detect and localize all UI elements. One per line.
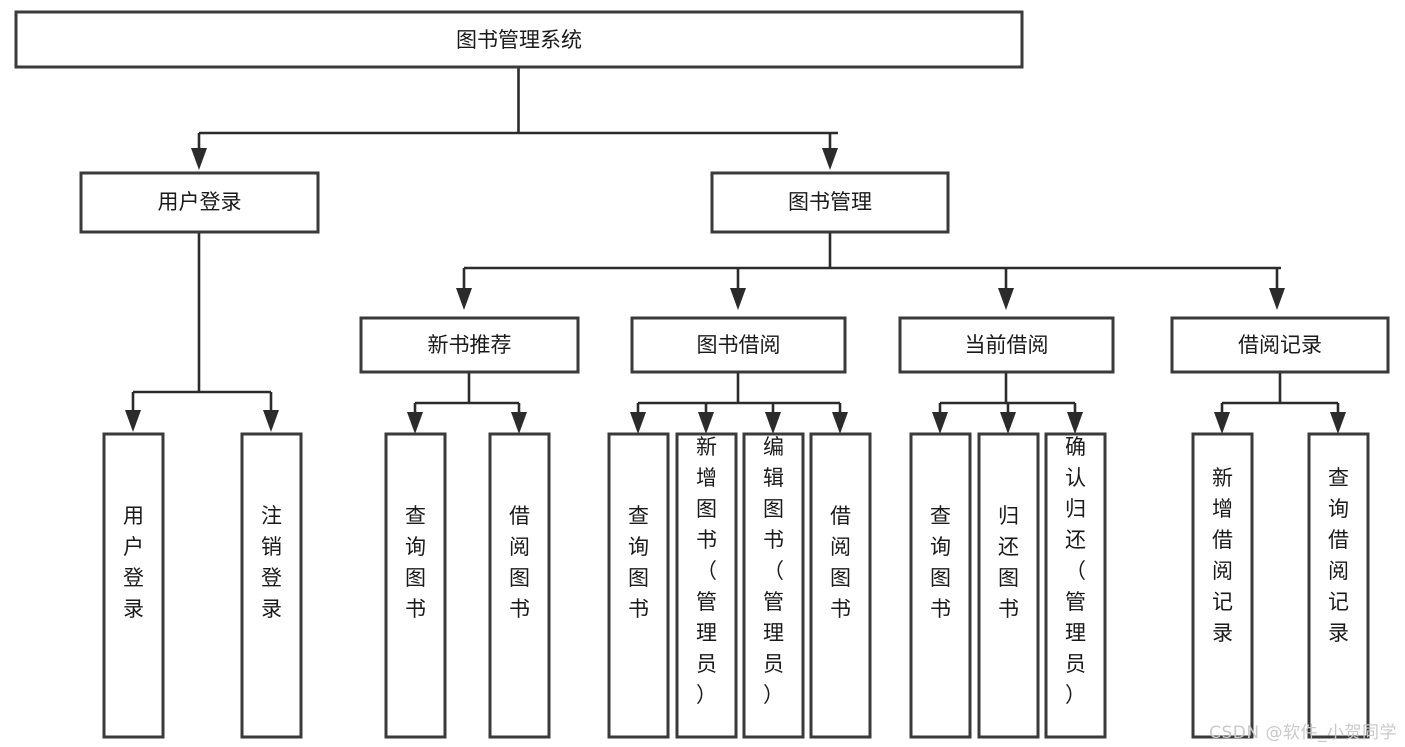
leaf-br-add-record[interactable]: 新增借阅记录 [1191, 432, 1254, 739]
node-borrow-record[interactable]: 借阅记录 [1170, 316, 1390, 374]
arrowhead-book-manage [822, 148, 838, 170]
arrowhead-cb-leaf-2 [1000, 412, 1016, 434]
node-user-login[interactable]: 用户登录 [79, 171, 320, 234]
borrow-record-box[interactable] [1170, 316, 1390, 374]
current-borrow-box[interactable] [898, 316, 1115, 374]
node-current-borrow[interactable]: 当前借阅 [898, 316, 1115, 374]
arrowhead-user-login [191, 148, 207, 170]
leaf-nb-borrow-book[interactable]: 借阅图书 [488, 432, 551, 739]
leaf-box[interactable] [742, 432, 805, 739]
arrowhead-cb-leaf-3 [1067, 412, 1083, 434]
arrowhead-current-borrow [998, 288, 1014, 310]
arrowhead-nb-leaf-1 [407, 412, 423, 434]
leaf-box[interactable] [675, 432, 738, 739]
arrowhead-new-book [456, 288, 472, 310]
arrowhead-book-borrow [730, 288, 746, 310]
arrowhead-borrow-record [1269, 288, 1285, 310]
borrow-record-label: 借阅记录 [1238, 333, 1322, 357]
leaf-cb-query-book[interactable]: 查询图书 [909, 432, 972, 739]
user-login-box[interactable] [79, 171, 320, 234]
leaf-box[interactable] [240, 432, 303, 739]
book-borrow-label: 图书借阅 [697, 333, 781, 357]
leaf-br-query-record[interactable]: 查询借阅记录 [1307, 432, 1370, 739]
arrowhead-nb-leaf-2 [511, 412, 527, 434]
book-manage-box[interactable] [710, 171, 950, 234]
leaf-label: 查询借阅记录 [1328, 466, 1349, 645]
node-book-borrow[interactable]: 图书借阅 [630, 316, 847, 374]
leaf-label: 编辑图书（管理员） [763, 435, 784, 707]
arrowhead-cb-leaf-1 [932, 412, 948, 434]
leaf-nb-query-book[interactable]: 查询图书 [384, 432, 447, 739]
node-book-manage[interactable]: 图书管理 [710, 171, 950, 234]
leaf-user-login[interactable]: 用户登录 [102, 432, 165, 739]
leaf-label: 归还图书 [998, 504, 1019, 621]
arrowhead-leaf-logout [263, 410, 279, 432]
leaf-box[interactable] [1191, 432, 1254, 739]
leaf-bb-borrow-book[interactable]: 借阅图书 [809, 432, 872, 739]
leaf-box[interactable] [977, 432, 1040, 739]
leaf-box[interactable] [102, 432, 165, 739]
leaf-label: 新增借阅记录 [1212, 466, 1233, 645]
node-root-system[interactable]: 图书管理系统 [14, 10, 1024, 69]
arrowhead-bb-leaf-3 [765, 412, 781, 434]
leaf-label: 借阅图书 [830, 504, 851, 621]
arrowhead-leaf-user-login [125, 410, 141, 432]
leaf-label: 新增图书（管理员） [696, 435, 717, 707]
new-book-recommend-box[interactable] [359, 316, 580, 374]
arrowhead-bb-leaf-2 [698, 412, 714, 434]
leaf-box[interactable] [909, 432, 972, 739]
leaf-label: 注销登录 [261, 504, 282, 621]
leaf-box[interactable] [809, 432, 872, 739]
leaf-label: 用户登录 [123, 504, 144, 621]
book-borrow-box[interactable] [630, 316, 847, 374]
leaf-box[interactable] [384, 432, 447, 739]
leaf-logout[interactable]: 注销登录 [240, 432, 303, 739]
new-book-recommend-label: 新书推荐 [428, 333, 512, 357]
arrowhead-br-leaf-1 [1214, 412, 1230, 434]
leaf-label: 查询图书 [930, 504, 951, 621]
leaf-box[interactable] [488, 432, 551, 739]
leaf-bb-add-book-admin[interactable]: 新增图书（管理员） [675, 432, 738, 739]
leaf-bb-query-book[interactable]: 查询图书 [607, 432, 670, 739]
user-login-label: 用户登录 [158, 190, 242, 214]
leaf-bb-edit-book-admin[interactable]: 编辑图书（管理员） [742, 432, 805, 739]
leaf-cb-return-book[interactable]: 归还图书 [977, 432, 1040, 739]
arrowhead-bb-leaf-4 [832, 412, 848, 434]
current-borrow-label: 当前借阅 [965, 333, 1049, 357]
connector-layer [125, 67, 1346, 434]
leaf-box[interactable] [607, 432, 670, 739]
root-label: 图书管理系统 [456, 28, 582, 52]
leaf-label: 确认归还（管理员） [1065, 435, 1086, 707]
leaf-label: 借阅图书 [509, 504, 530, 621]
node-new-book-recommend[interactable]: 新书推荐 [359, 316, 580, 374]
leaf-label: 查询图书 [628, 504, 649, 621]
leaf-box[interactable] [1044, 432, 1107, 739]
arrowhead-bb-leaf-1 [630, 412, 646, 434]
leaf-label: 查询图书 [405, 504, 426, 621]
leaf-cb-confirm-return-admin[interactable]: 确认归还（管理员） [1044, 432, 1107, 739]
book-manage-label: 图书管理 [788, 190, 872, 214]
arrowhead-br-leaf-2 [1330, 412, 1346, 434]
leaf-box[interactable] [1307, 432, 1370, 739]
root-box[interactable] [14, 10, 1024, 69]
